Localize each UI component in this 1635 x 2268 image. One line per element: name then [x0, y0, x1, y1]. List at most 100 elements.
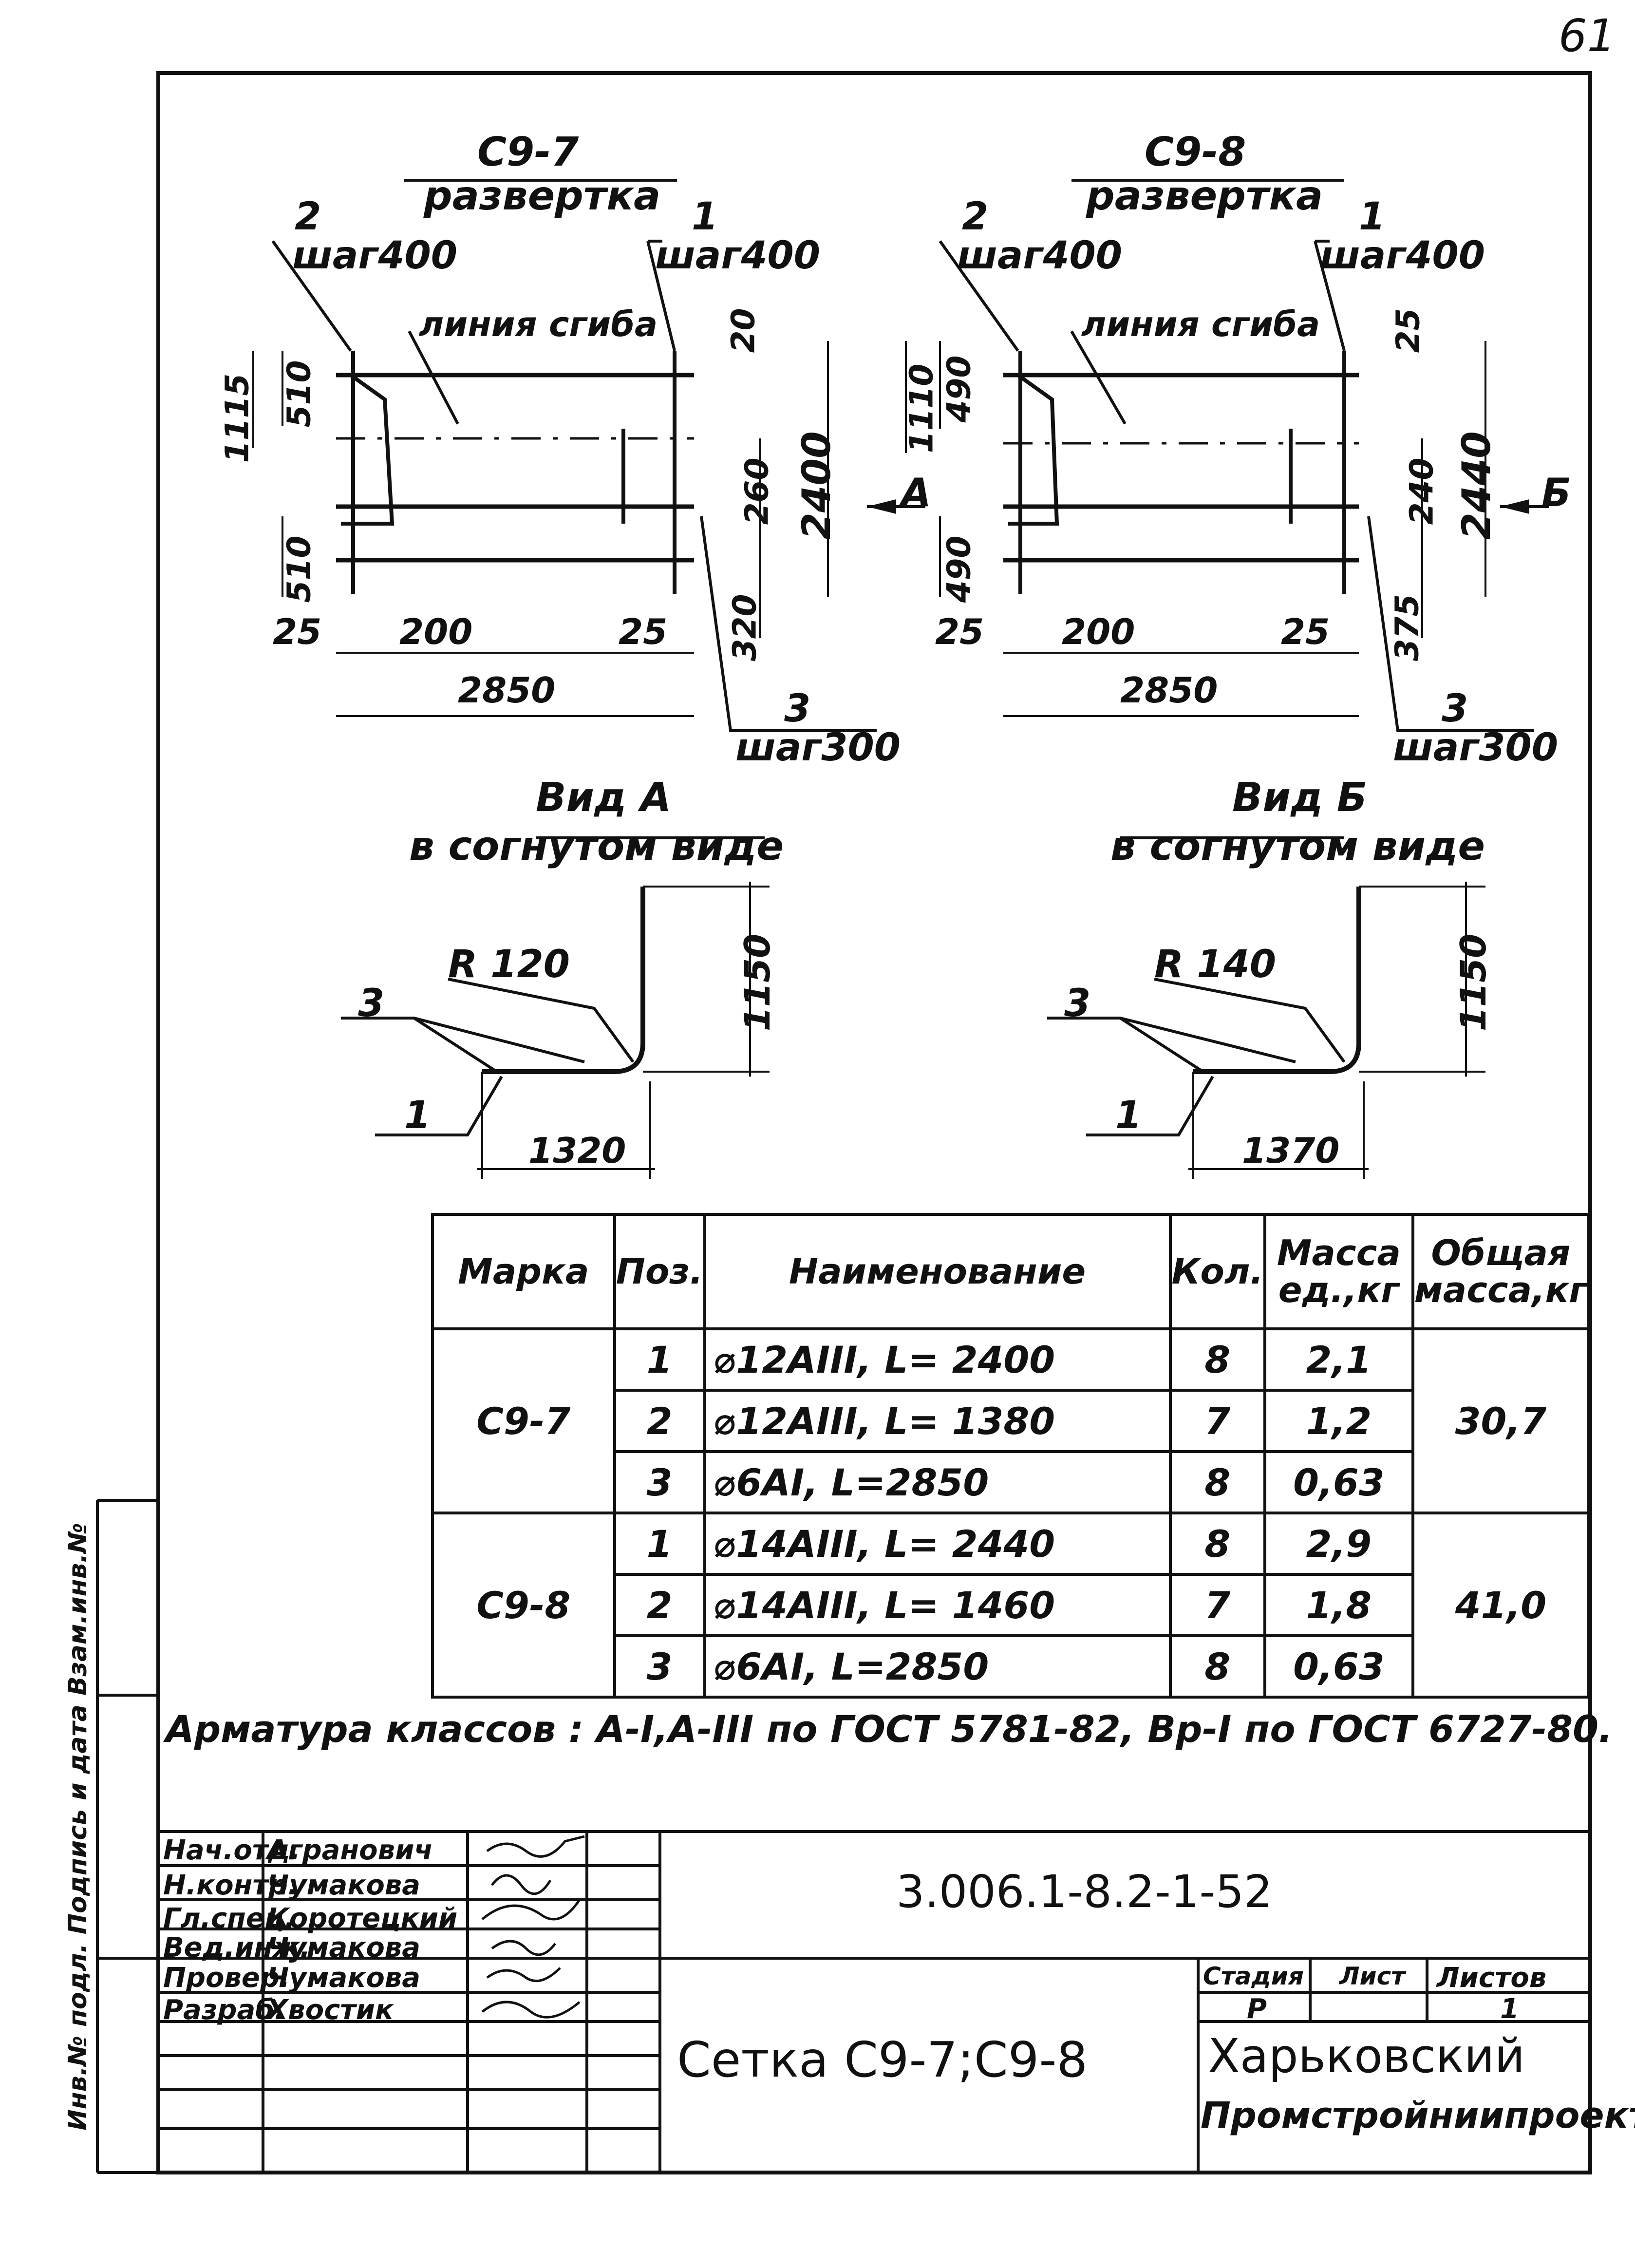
c9-7-pos1-label: 1: [692, 195, 718, 239]
table-row: С9-7 1 ⌀12AIII, L= 2400 8 2,1 30,7: [431, 1327, 1591, 1514]
c9-8-pos1-step: шаг400: [1320, 234, 1485, 278]
c9-8-dim-top: 25: [1389, 308, 1427, 353]
page-number: 61: [1559, 10, 1616, 62]
c9-8-view-arrow-label: Б: [1541, 470, 1571, 515]
title-block-lines: [96, 1499, 1590, 2174]
table-row: 3 ⌀6AI, L=2850 8 0,63: [432, 1450, 1589, 1514]
c9-8-dim-right-mid: 240: [1403, 457, 1441, 525]
view-b-title: Вид Б: [1232, 775, 1368, 821]
pos-cell: 1: [613, 1512, 706, 1576]
view-b-pos3: 3: [1064, 982, 1091, 1025]
staff-name: Хвостик: [267, 1994, 394, 2026]
org-name-line2: Промстройниипроект: [1201, 2095, 1635, 2136]
c9-7-pos1-step: шаг400: [655, 234, 821, 278]
name-cell: ⌀14AIII, L= 1460: [703, 1573, 1172, 1637]
c9-8-dim-left-total: 1110: [902, 363, 940, 454]
c9-7-pos2-label: 2: [295, 195, 321, 239]
qty-cell: 7: [1168, 1573, 1266, 1637]
side-stamp: Инв.№ подл. Подпись и дата Взам.инв.№: [63, 1523, 93, 2131]
c9-7-dim-right-bottom: 320: [726, 594, 764, 662]
table-row: С9-8 1 ⌀14AIII, L= 2440 8 2,9 41,0: [431, 1512, 1591, 1699]
c9-8-pos3-step: шаг300: [1393, 726, 1559, 770]
table-row: 2 ⌀12AIII, L= 1380 7 1,2: [432, 1389, 1589, 1453]
c9-8-dim-left-lower: 490: [940, 535, 978, 603]
col-header-unit-mass: Масса ед.,кг: [1263, 1213, 1414, 1330]
table-row: 3 ⌀6AI, L=2850 8 0,63: [432, 1634, 1589, 1699]
document-title: Сетка С9-7;С9-8: [677, 2031, 1088, 2088]
view-a-height: 1150: [737, 933, 778, 1032]
view-a-subtitle: в согнутом виде: [409, 823, 784, 869]
name-cell: ⌀14AIII, L= 2440: [703, 1512, 1172, 1576]
development-c9-8: [905, 179, 1549, 732]
staff-role: Провер.: [163, 1962, 290, 1994]
mass-cell: 0,63: [1263, 1634, 1414, 1699]
c9-7-view-arrow-label: A: [901, 470, 931, 515]
pos-cell: 3: [613, 1634, 706, 1699]
c9-8-pos2-label: 2: [962, 195, 989, 239]
c9-8-dim-bottom-left: 25: [935, 611, 984, 652]
reinforcement-note: Арматура классов : А-I,А-III по ГОСТ 578…: [166, 1707, 1613, 1751]
name-cell: ⌀12AIII, L= 1380: [703, 1389, 1172, 1453]
qty-cell: 8: [1168, 1327, 1266, 1392]
c9-7-dim-bottom-mid: 200: [399, 611, 473, 652]
view-b-subtitle: в согнутом виде: [1110, 823, 1485, 869]
c9-8-pos1-label: 1: [1359, 195, 1386, 239]
staff-role: Н.контр.: [163, 1870, 299, 1901]
name-cell: ⌀6AI, L=2850: [703, 1634, 1172, 1699]
table-row: 2 ⌀14AIII, L= 1460 7 1,8: [432, 1573, 1589, 1637]
view-b-height: 1150: [1453, 933, 1494, 1032]
pos-cell: 3: [613, 1450, 706, 1514]
total-mass-cell: 30,7: [1411, 1327, 1591, 1514]
name-cell: ⌀6AI, L=2850: [703, 1450, 1172, 1514]
c9-8-dim-right-bottom: 375: [1388, 594, 1426, 662]
name-cell: ⌀12AIII, L= 2400: [703, 1327, 1172, 1392]
view-a-pos1: 1: [404, 1094, 431, 1137]
c9-8-dim-bottom-right: 25: [1281, 611, 1330, 652]
sheet-frame: [156, 71, 1592, 2174]
col-header-mark: Марка: [431, 1213, 616, 1330]
mark-cell: С9-8: [431, 1512, 616, 1699]
col-header-total-mass: Общая масса,кг: [1411, 1213, 1591, 1330]
c9-7-dim-left-total: 1115: [218, 373, 256, 463]
c9-7-pos3-step: шаг300: [735, 726, 901, 770]
signatures: [481, 1835, 585, 2019]
c9-7-dim-bottom-left: 25: [273, 611, 322, 652]
view-b-radius: R 140: [1154, 943, 1277, 986]
c9-7-dim-right-mid: 260: [738, 457, 776, 525]
c9-7-dim-left-upper: 510: [280, 360, 318, 428]
c9-8-mark: С9-8: [1145, 129, 1246, 175]
staff-name: Коротецкий: [267, 1903, 458, 1934]
col-header-pos: Поз.: [613, 1213, 706, 1330]
view-b-pos1: 1: [1115, 1094, 1142, 1137]
c9-8-dim-length: 2850: [1120, 670, 1218, 711]
c9-8-subtitle: развертка: [1086, 173, 1323, 219]
c9-7-dim-right-total: 2400: [793, 431, 839, 540]
c9-8-dim-bottom-mid: 200: [1062, 611, 1135, 652]
qty-cell: 8: [1168, 1634, 1266, 1699]
mass-cell: 1,8: [1263, 1573, 1414, 1637]
c9-8-pos3-label: 3: [1442, 687, 1468, 731]
staff-role: Гл.спец.: [163, 1903, 295, 1934]
staff-name: Чумакова: [267, 1870, 421, 1901]
staff-role: Разраб.: [163, 1994, 285, 2026]
view-a: [341, 836, 770, 1179]
sheets-header: Листов: [1437, 1962, 1547, 1994]
stage-header: Стадия: [1203, 1962, 1304, 1990]
pos-cell: 2: [613, 1573, 706, 1637]
c9-8-dim-right-total: 2440: [1453, 431, 1499, 540]
mass-cell: 1,2: [1263, 1389, 1414, 1453]
view-a-pos3: 3: [358, 982, 385, 1025]
c9-7-dim-bottom-right: 25: [619, 611, 668, 652]
total-mass-cell: 41,0: [1411, 1512, 1591, 1699]
qty-cell: 8: [1168, 1450, 1266, 1514]
c9-7-mark: С9-7: [477, 129, 579, 175]
c9-8-bend-line: линия сгиба: [1081, 304, 1320, 344]
c9-7-bend-line: линия сгиба: [419, 304, 658, 344]
c9-8-dim-left-upper: 490: [940, 355, 978, 423]
c9-7-dim-left-lower: 510: [280, 535, 318, 603]
view-a-width: 1320: [528, 1130, 626, 1171]
c9-8-pos2-step: шаг400: [957, 234, 1123, 278]
staff-role: Нач.отд.: [163, 1834, 301, 1866]
pos-cell: 2: [613, 1389, 706, 1453]
view-a-title: Вид A: [536, 775, 672, 821]
